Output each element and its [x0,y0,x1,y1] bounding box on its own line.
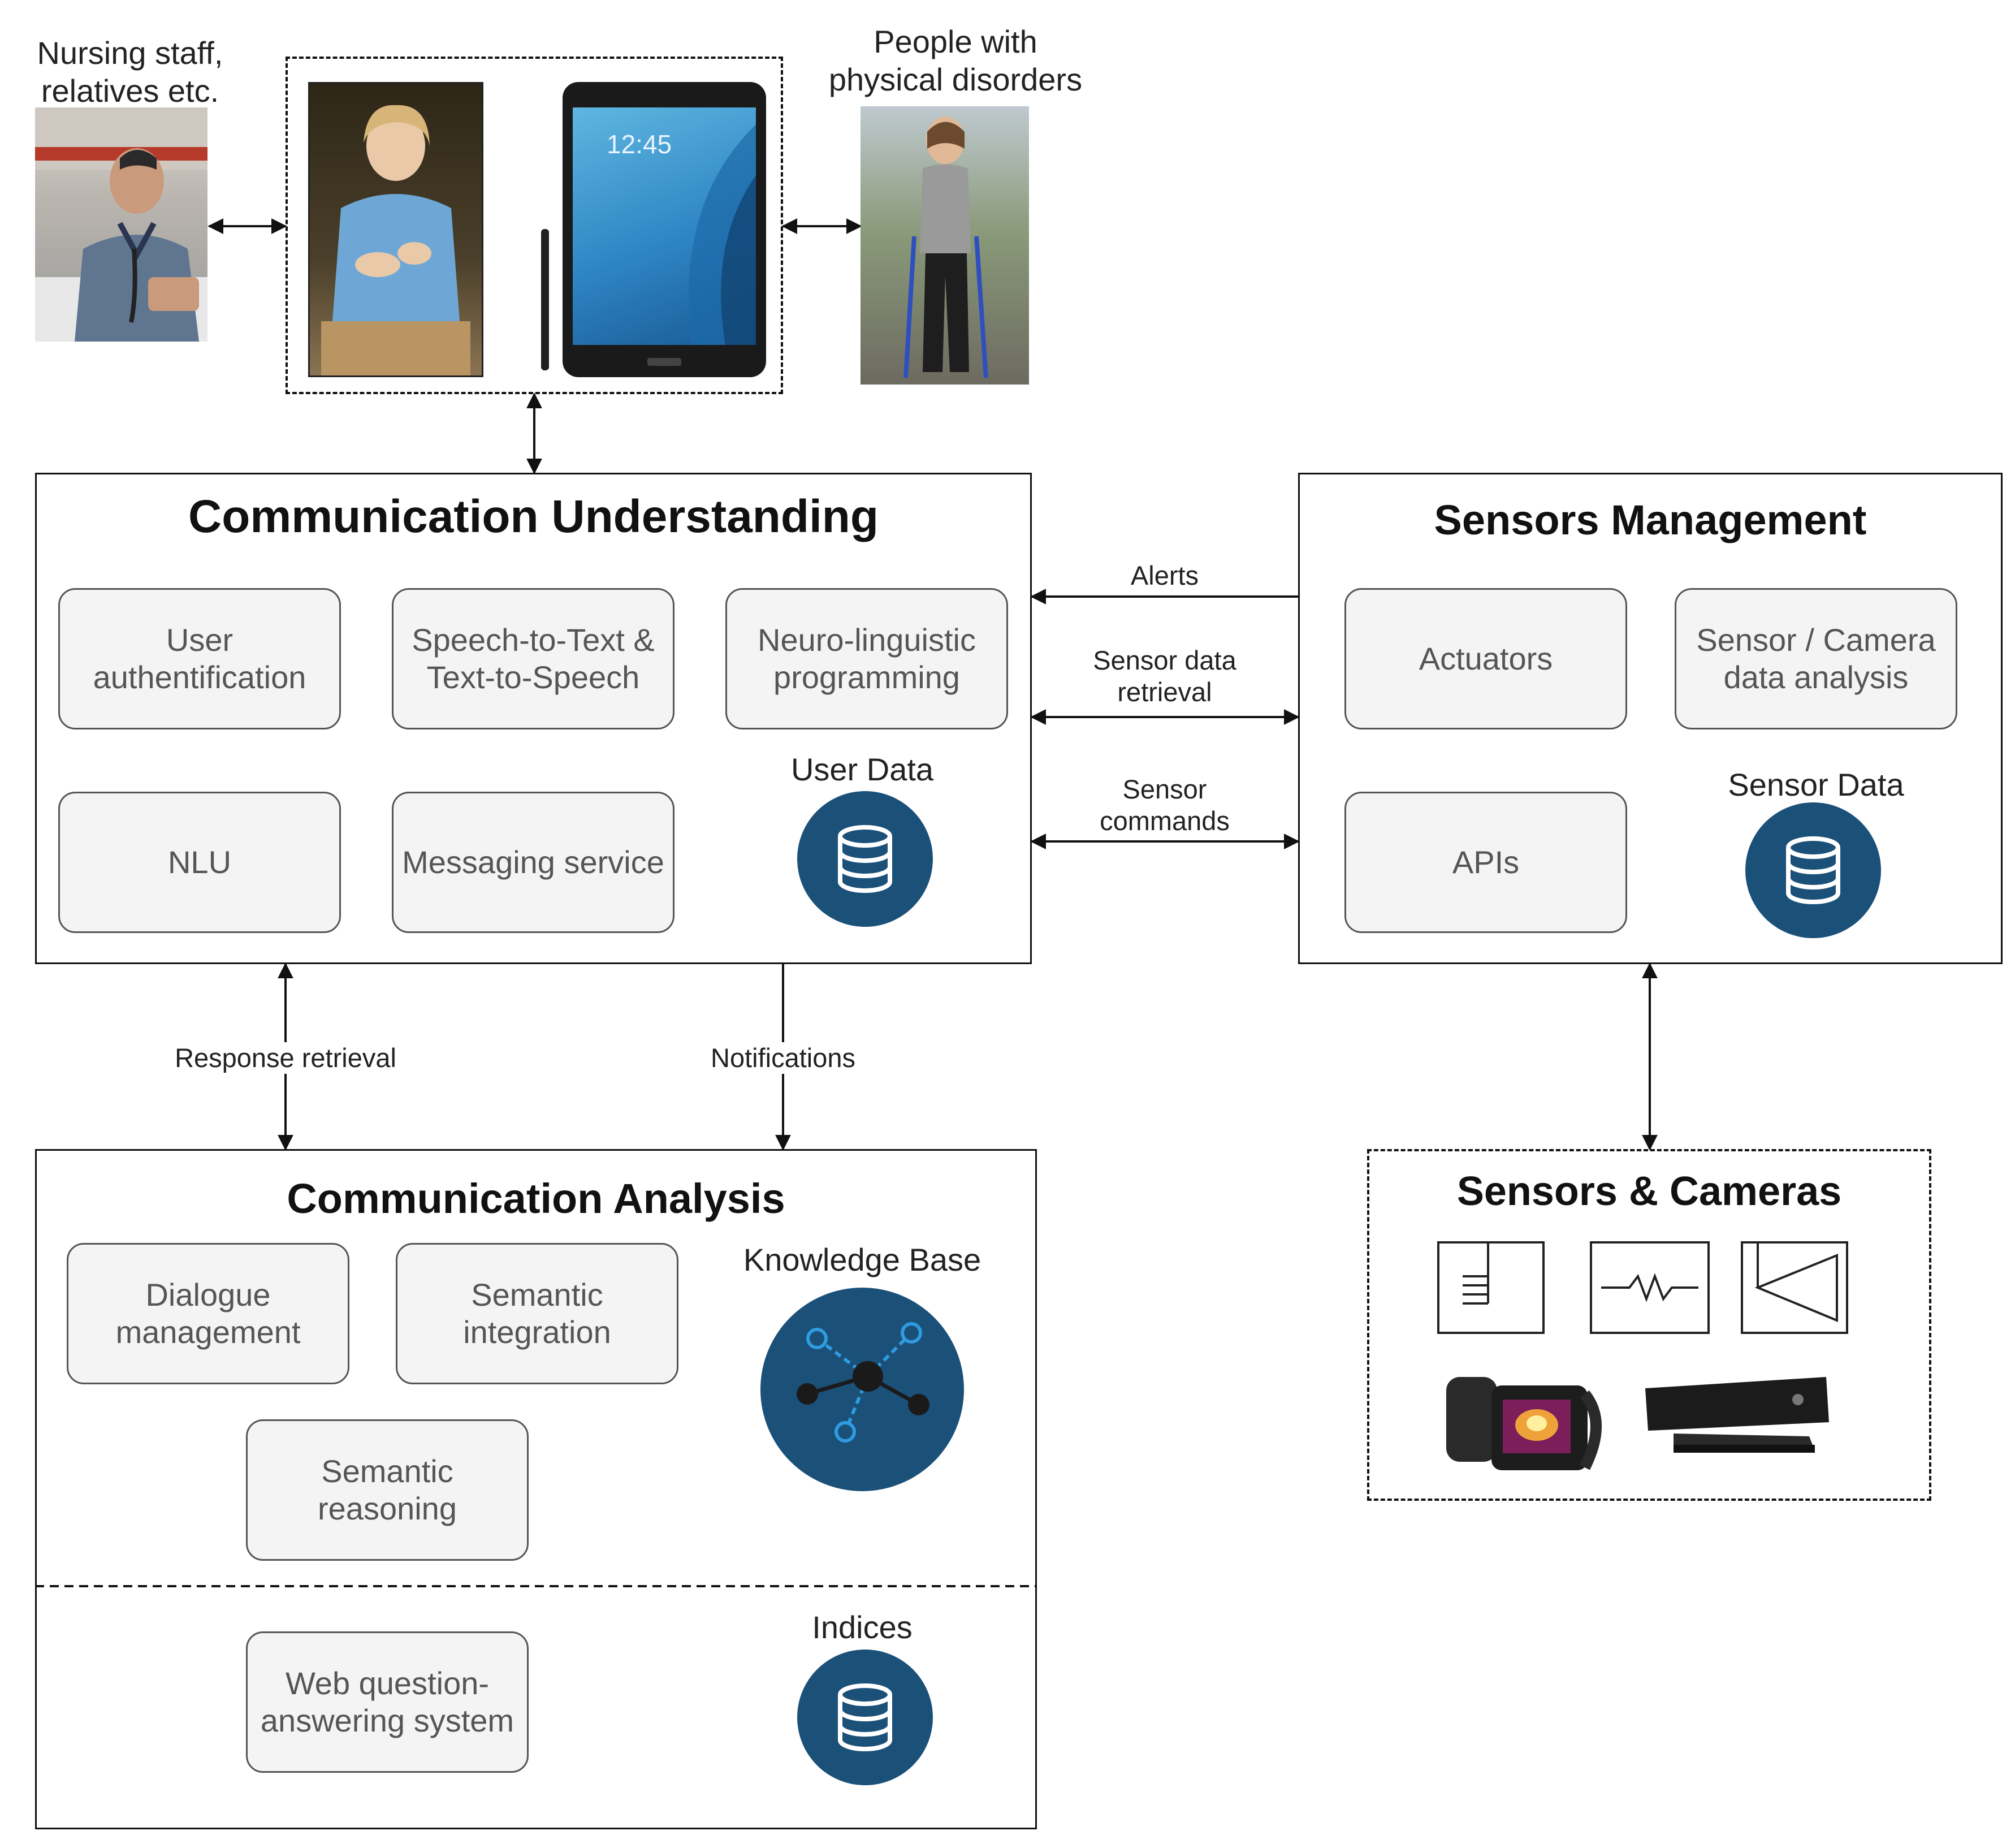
sensor-camera-analysis-module[interactable]: Sensor / Camera data analysis [1675,588,1957,729]
apis-module[interactable]: APIs [1344,792,1627,933]
indices-label: Indices [812,1609,913,1645]
staff-label: Nursing staff, relatives etc. [37,35,223,109]
cu-title: Communication Understanding [188,491,879,542]
sensors-cameras-box: Sensors & Cameras [1367,1149,1931,1501]
sensor-commands-label: Sensor commands [1074,774,1255,837]
sensor-symbol-2-icon [1590,1241,1710,1334]
knowledge-base-label: Knowledge Base [743,1242,981,1277]
sc-title: Sensors & Cameras [1456,1169,1842,1214]
speech-text-module[interactable]: Speech-to-Text & Text-to-Speech [392,588,674,729]
messaging-service-module[interactable]: Messaging service [392,792,674,933]
ca-title: Communication Analysis [287,1175,785,1222]
semantic-reasoning-module[interactable]: Semantic reasoning [246,1419,529,1561]
hologram-avatar [308,82,483,377]
response-retrieval-label: Response retrieval [161,1042,410,1074]
sensor-symbol-3-icon [1741,1241,1848,1334]
thermal-camera-icon [1446,1377,1602,1470]
nlu-module[interactable]: NLU [58,792,341,933]
dialogue-management-module[interactable]: Dialogue management [67,1243,349,1384]
user-data-label: User Data [790,752,934,787]
sensor-data-label: Sensor Data [1728,767,1904,802]
sensor-symbol-1-icon [1437,1241,1545,1334]
tablet: 12:45 [563,82,766,377]
depth-camera-icon [1645,1377,1829,1453]
interaction-devices [286,57,783,394]
notifications-label: Notifications [693,1042,874,1074]
tablet-clock: 12:45 [607,129,672,159]
ca-divider [35,1585,1037,1587]
user-data-database-icon [797,791,933,927]
indices-database-icon [797,1650,933,1785]
nlp-module[interactable]: Neuro-linguistic programming [725,588,1008,729]
sm-title: Sensors Management [1434,496,1867,543]
sensor-data-database-icon [1745,802,1881,938]
nursing-staff-photo [35,107,207,342]
knowledge-graph-icon [760,1288,964,1491]
tablet-screen: 12:45 [573,107,756,345]
user-authentification-module[interactable]: User authentification [58,588,341,729]
patient-label: People with physical disorders [828,24,1083,98]
semantic-integration-module[interactable]: Semantic integration [396,1243,678,1384]
web-qa-module[interactable]: Web question- answering system [246,1631,529,1773]
alerts-label: Alerts [1074,560,1255,592]
actuators-module[interactable]: Actuators [1344,588,1627,729]
tablet-side [541,229,549,370]
sensor-data-retrieval-label: Sensor data retrieval [1074,645,1255,709]
patient-photo [861,106,1029,385]
